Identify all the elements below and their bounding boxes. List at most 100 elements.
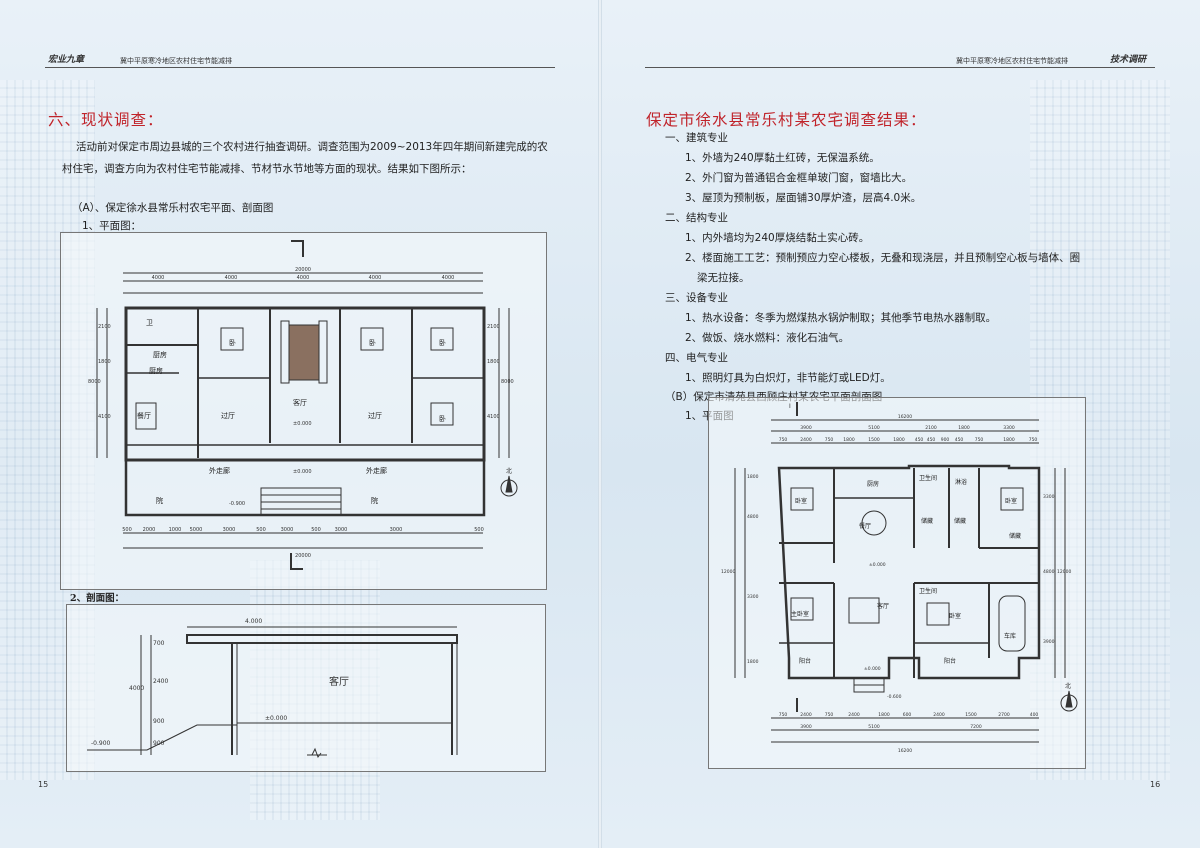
plan-b-dim-top-b: 750	[779, 437, 788, 443]
plan-b-dim-left: 1800	[747, 474, 759, 480]
plan-b-dim-bottom-b: 7200	[970, 724, 982, 730]
section-a-elev-floor: ±0.000	[265, 715, 287, 722]
result-item: 二、结构专业	[665, 212, 728, 224]
right-page: 冀中平原寒冷地区农村住宅节能减排 技术调研 保定市徐水县常乐村某农宅调查结果： …	[600, 0, 1200, 848]
plan-a-room-yard: 院	[371, 496, 378, 505]
plan-a-dim-top: 4000	[152, 275, 165, 281]
plan-a-dim-bottom: 500	[311, 527, 321, 533]
plan-b-dim-top-b: 750	[825, 437, 834, 443]
plan-b-room-balcony: 阳台	[799, 657, 811, 665]
plan-b-dim-top: 2100	[925, 425, 937, 431]
section-a-dim-top: 4.000	[245, 618, 262, 625]
plan-a-dim-bottom: 1000	[169, 527, 182, 533]
plan-a-dim-right: 1800	[487, 359, 500, 365]
plan-b-dim-top-b: 450	[927, 437, 936, 443]
plan-b-dim-left-total: 12000	[721, 569, 735, 575]
plan-b-dim-total-bottom: 16200	[898, 748, 912, 754]
plan-a-dim-left: 1800	[98, 359, 111, 365]
plan-a-dim-top: 4000	[369, 275, 382, 281]
plan-a-room-bedroom: 卧	[229, 339, 236, 347]
plan-b-room-bedroom: 卧室	[795, 497, 807, 505]
plan-b-svg: 16200 3900 5100 2100 1800 3300 750 2400 …	[721, 402, 1078, 754]
north-arrow-label: 北	[1065, 682, 1071, 690]
plan-a-room-wc: 卫	[146, 319, 153, 327]
plan-a-room-yard: 院	[156, 496, 163, 505]
plan-a-elev-corridor: ±0.000	[293, 469, 312, 475]
section-drawing-a: 4.000 700 2400 900 900 4000 ±0.000 -0.90…	[66, 604, 546, 772]
plan-b-dim-top-b: 1800	[843, 437, 855, 443]
plan-a-dim-top: 4000	[225, 275, 238, 281]
plan-b-dim-bottom: 600	[903, 712, 912, 718]
plan-a-dim-bottom: 500	[122, 527, 132, 533]
header-logo-right: 技术调研	[1110, 55, 1147, 65]
plan-b-dim-top: 1800	[958, 425, 970, 431]
plan-drawing-a: 20000 4000 4000 4000 4000 4000 500 2000 …	[60, 232, 547, 590]
plan-b-dim-bottom: 750	[825, 712, 834, 718]
plan-b-room-storage: 储藏	[921, 517, 933, 525]
plan-a-dim-left: 4100	[98, 414, 111, 420]
plan-b-dim-bottom: 2400	[800, 712, 812, 718]
section-a-elev-ground: -0.900	[91, 740, 111, 747]
plan-b-room-kitchen: 厨房	[867, 480, 879, 488]
plan-a-room-hall: 过厅	[221, 411, 235, 420]
section-a-dim-left-total: 4000	[129, 685, 144, 692]
result-item: 1、外墙为240厚黏土红砖，无保温系统。	[685, 152, 880, 164]
plan-a-room-corridor: 外走廊	[209, 466, 230, 475]
plan-a-dim-bottom: 3000	[335, 527, 348, 533]
header-rule-right	[645, 67, 1155, 68]
result-item: 四、电气专业	[665, 352, 728, 364]
plan-b-dim-top: 3300	[1003, 425, 1015, 431]
plan-b-elev-living: ±0.000	[864, 666, 881, 672]
result-item: 2、做饭、烧水燃料：液化石油气。	[685, 332, 850, 344]
page-number-right: 16	[1150, 780, 1161, 789]
plan-b-elev-entry: -0.600	[887, 694, 902, 700]
plan-a-room-dining: 餐厅	[137, 411, 151, 420]
left-page: 宏业九章 冀中平原寒冷地区农村住宅节能减排 六、现状调查： 活动前对保定市周边县…	[0, 55, 555, 820]
section-a-dim-left: 700	[153, 640, 165, 647]
plan-b-dim-bottom: 2700	[998, 712, 1010, 718]
plan-a-room-bedroom: 卧	[439, 339, 446, 347]
plan-a-room-bedroom: 卧	[369, 339, 376, 347]
plan-a-dim-left: 2100	[98, 324, 111, 330]
plan-b-dim-total-top: 16200	[898, 414, 912, 420]
plan-a-room-corridor: 外走廊	[366, 466, 387, 475]
plan-a-dim-right: 4100	[487, 414, 500, 420]
plan-b-dim-right: 3900	[1043, 639, 1055, 645]
plan-a-room-kitchen: 厨房	[149, 366, 163, 375]
plan-a-elev-living: ±0.000	[293, 421, 312, 427]
header-rule-left	[45, 67, 555, 68]
section-a-svg: 4.000 700 2400 900 900 4000 ±0.000 -0.90…	[87, 618, 458, 759]
result-item: 3、屋顶为预制板，屋面铺30厚炉渣，层高4.0米。	[685, 192, 922, 204]
plan-a-room-bedroom: 卧	[439, 415, 446, 423]
plan-b-dim-left: 1800	[747, 659, 759, 665]
result-item: 1、内外墙均为240厚烧结黏土实心砖。	[685, 232, 870, 244]
plan-b-dim-left: 4800	[747, 514, 759, 520]
plan-b-room-garage: 车库	[1004, 632, 1016, 640]
plan-b-room-storage: 储藏	[1009, 532, 1021, 540]
header-title-left: 冀中平原寒冷地区农村住宅节能减排	[120, 57, 232, 65]
section-a-room: 客厅	[329, 675, 349, 688]
plan-b-room-dining: 餐厅	[859, 522, 871, 530]
plan-b-room-bath: 淋浴	[955, 478, 967, 486]
plan-b-dim-left: 3300	[747, 594, 759, 600]
plan-b-dim-right: 4800	[1043, 569, 1055, 575]
results-heading: 保定市徐水县常乐村某农宅调查结果：	[646, 111, 927, 129]
plan-b-dim-top-b: 900	[941, 437, 950, 443]
plan-b-room-wc: 卫生间	[919, 474, 937, 482]
plan-b-dim-top-b: 750	[975, 437, 984, 443]
plan-b-dim-bottom: 1800	[878, 712, 890, 718]
plan-a-room-hall: 过厅	[368, 411, 382, 420]
plan-b-dim-top-b: 450	[955, 437, 964, 443]
plan-b-elev-dining: ±0.000	[869, 562, 886, 568]
plan-b-dim-top-b: 750	[1029, 437, 1038, 443]
north-arrow-label: 北	[506, 467, 512, 475]
plan-b-room-wc-mid: 卫生间	[919, 587, 937, 595]
plan-b-dim-top-b: 1500	[868, 437, 880, 443]
book-spine	[598, 0, 602, 848]
plan-b-room-storage: 储藏	[954, 517, 966, 525]
plan-a-dim-bottom: 500	[256, 527, 266, 533]
plan-a-dim-left-total: 8000	[88, 379, 101, 385]
plan-b-dim-top-b: 450	[915, 437, 924, 443]
plan-b-room-living: 客厅	[877, 602, 889, 610]
plan-b-room-bedroom: 卧室	[949, 612, 961, 620]
